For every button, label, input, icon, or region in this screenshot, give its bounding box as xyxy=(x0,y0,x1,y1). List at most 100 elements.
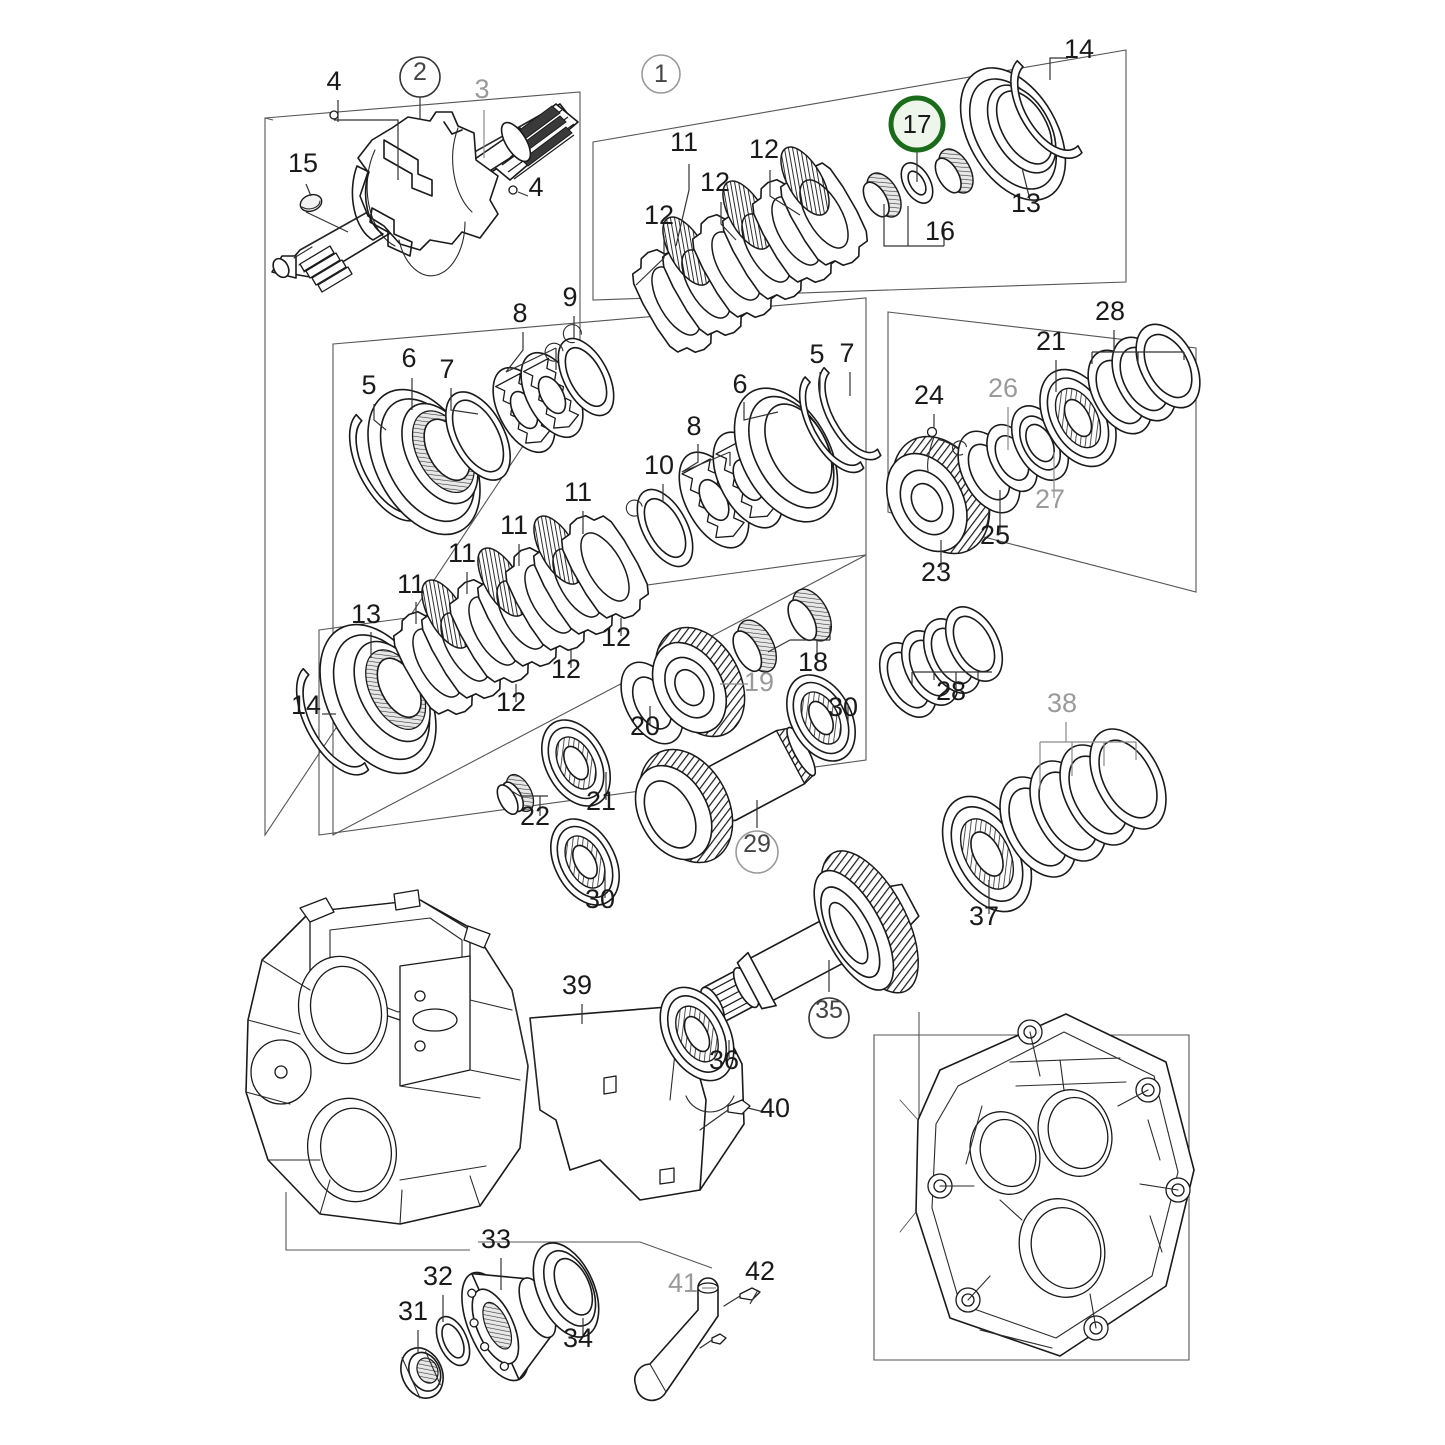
callout-label-22: 22 xyxy=(520,801,550,831)
part-17 xyxy=(900,162,934,204)
callout-label-13: 13 xyxy=(1011,188,1041,218)
callout-label-21: 21 xyxy=(586,786,616,816)
part-40-pin xyxy=(699,1099,751,1131)
callout-label-5: 5 xyxy=(809,339,824,369)
callout-label-7: 7 xyxy=(839,338,854,368)
callout-label-12: 12 xyxy=(496,687,526,717)
callout-label-18: 18 xyxy=(798,647,828,677)
callout-label-16: 16 xyxy=(925,216,955,246)
highlight-ring-17[interactable] xyxy=(888,95,946,153)
callout-label-28: 28 xyxy=(936,676,966,706)
callout-label-10: 10 xyxy=(644,450,674,480)
output-flange-group xyxy=(400,1242,600,1399)
callout-label-7: 7 xyxy=(439,354,454,384)
callout-label-38: 38 xyxy=(1047,688,1077,718)
part-14-lower xyxy=(295,667,370,776)
callout-circle-1 xyxy=(641,54,681,94)
part-24-pin xyxy=(926,426,938,472)
callout-label-27: 27 xyxy=(1035,484,1065,514)
part-34-seal xyxy=(532,1242,600,1338)
callout-label-29: 29 xyxy=(743,830,771,858)
callout-label-1: 1 xyxy=(654,60,668,88)
oil-tube-group xyxy=(634,1277,761,1402)
callout-label-35: 35 xyxy=(815,996,843,1024)
callout-label-12: 12 xyxy=(644,200,674,230)
callout-label-11: 11 xyxy=(670,127,698,157)
part-14-upper xyxy=(1010,59,1083,160)
callout-label-21: 21 xyxy=(1036,326,1066,356)
callout-label-24: 24 xyxy=(914,380,944,410)
callout-label-4: 4 xyxy=(528,172,543,202)
callout-label-33: 33 xyxy=(481,1224,511,1254)
callout-label-6: 6 xyxy=(732,369,747,399)
callout-label-12: 12 xyxy=(749,134,779,164)
part-13-upper xyxy=(959,67,1067,201)
callout-label-31: 31 xyxy=(398,1296,428,1326)
clutch-pack-upper xyxy=(621,59,1083,366)
part-18a xyxy=(732,619,777,673)
clutch-pack-lower xyxy=(295,501,660,776)
callout-label-32: 32 xyxy=(423,1261,453,1291)
callout-label-41: 41 xyxy=(668,1268,698,1298)
callout-label-30: 30 xyxy=(828,692,858,722)
output-shaft-group xyxy=(700,606,1167,1025)
input-shaft-assembly xyxy=(271,103,579,293)
part-10 xyxy=(625,488,694,568)
callout-label-11: 11 xyxy=(564,477,592,507)
callout-label-14: 14 xyxy=(291,690,321,720)
callout-label-9: 9 xyxy=(562,282,577,312)
callout-circle-35 xyxy=(808,997,850,1039)
callout-label-13: 13 xyxy=(351,599,381,629)
callout-label-8: 8 xyxy=(686,411,701,441)
callout-label-11: 11 xyxy=(397,569,425,599)
callout-label-12: 12 xyxy=(700,167,730,197)
callout-label-11: 11 xyxy=(448,538,476,568)
callout-label-42: 42 xyxy=(745,1256,775,1286)
part-22 xyxy=(496,773,535,815)
part-18b xyxy=(787,588,832,642)
piston-seal-group-left xyxy=(348,324,615,536)
idler-gear-group xyxy=(496,588,870,918)
callout-label-15: 15 xyxy=(288,148,318,178)
callout-label-34: 34 xyxy=(563,1323,593,1353)
part-31-nut xyxy=(400,1347,444,1399)
callout-label-20: 20 xyxy=(630,711,660,741)
countershaft-gear-group xyxy=(885,323,1201,555)
transmission-case xyxy=(245,889,751,1225)
callout-label-11: 11 xyxy=(500,510,528,540)
callout-label-17: 17 xyxy=(903,109,932,139)
part-36-bearing xyxy=(659,986,735,1082)
callout-label-14: 14 xyxy=(1064,34,1094,64)
piston-seal-group-right xyxy=(625,366,882,568)
callout-label-26: 26 xyxy=(988,373,1018,403)
part-6-right xyxy=(733,387,839,523)
callout-label-12: 12 xyxy=(551,654,581,684)
callout-circle-29 xyxy=(735,830,779,874)
callout-label-3: 3 xyxy=(474,74,489,104)
callout-circle-2 xyxy=(399,56,441,98)
callout-label-19: 19 xyxy=(744,667,774,697)
callout-label-4: 4 xyxy=(326,66,341,96)
callout-label-5: 5 xyxy=(361,370,376,400)
callout-label-37: 37 xyxy=(969,901,999,931)
callout-label-28: 28 xyxy=(1095,296,1125,326)
part-33-flange xyxy=(461,1271,557,1382)
leader-lines xyxy=(305,57,1185,1352)
callout-label-12: 12 xyxy=(601,622,631,652)
callout-label-25: 25 xyxy=(980,520,1010,550)
part-37-bearing xyxy=(941,795,1033,913)
callout-label-40: 40 xyxy=(760,1093,790,1123)
callout-label-30: 30 xyxy=(585,884,615,914)
part-32-washer xyxy=(435,1315,471,1367)
part-42-bolts xyxy=(699,1287,761,1349)
callout-label-8: 8 xyxy=(512,298,527,328)
callout-label-36: 36 xyxy=(709,1045,739,1075)
callout-label-2: 2 xyxy=(413,58,427,86)
callout-label-39: 39 xyxy=(562,970,592,1000)
part-15-plug xyxy=(299,193,323,213)
callout-label-23: 23 xyxy=(921,557,951,587)
callout-label-6: 6 xyxy=(401,343,416,373)
